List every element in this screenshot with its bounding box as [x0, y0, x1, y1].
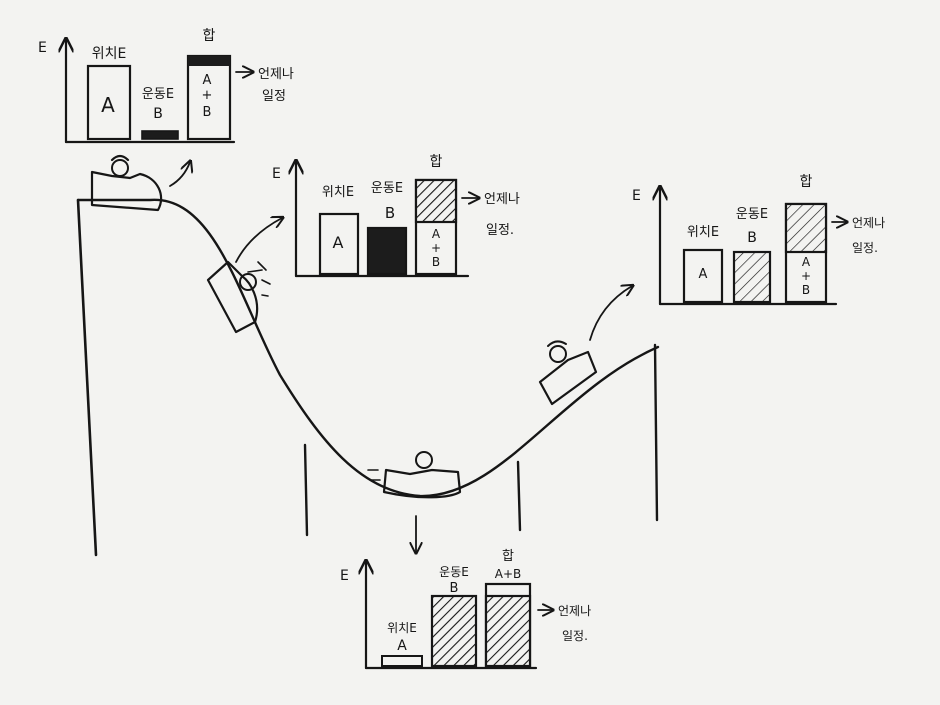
- energy-panel-top: E A 위치E 운동E B 합 A + B 언제나 일정: [38, 28, 294, 144]
- always-text-line2: 일정.: [486, 223, 514, 238]
- always-text-line1: 언제나: [558, 604, 591, 618]
- cart-ascending: [538, 340, 598, 406]
- support-post-left: [76, 198, 98, 557]
- potential-bar: [682, 248, 724, 304]
- potential-bar: [86, 64, 132, 141]
- cart-top: [90, 154, 163, 212]
- potential-label: 위치E: [92, 46, 127, 62]
- kinetic-label: 운동E: [439, 565, 469, 579]
- sum-bar-kinetic-part: [484, 594, 532, 668]
- energy-panel-descending: E A 위치E 운동E B 합 A + B 언제나 일정.: [272, 154, 520, 278]
- sum-text-ab: A+B: [495, 567, 522, 581]
- sum-bar: [186, 54, 232, 141]
- sum-text-plus: +: [202, 88, 213, 103]
- always-text-line2: 일정.: [562, 629, 588, 643]
- potential-bar: [381, 655, 423, 667]
- kinetic-letter: B: [747, 230, 757, 246]
- sum-label: 합: [430, 154, 443, 170]
- support-post-mid-right: [516, 460, 522, 532]
- axis-label-e: E: [632, 188, 641, 204]
- arrow-top-panel: [169, 162, 190, 187]
- potential-letter: A: [699, 267, 708, 282]
- sum-label: 합: [203, 28, 216, 44]
- support-post-right: [653, 343, 659, 522]
- kinetic-label: 운동E: [736, 207, 768, 222]
- sum-label: 합: [502, 549, 514, 564]
- sum-label: 합: [800, 174, 813, 190]
- axis-label-e: E: [272, 166, 281, 182]
- sum-text-a: A: [802, 255, 811, 269]
- always-text-line2: 일정: [262, 89, 286, 104]
- potential-label: 위치E: [322, 185, 354, 200]
- kinetic-letter: B: [385, 204, 395, 222]
- potential-bar: [318, 212, 360, 276]
- energy-panel-ascending: E A 위치E 운동E B 합 A + B 언제나 일정.: [632, 174, 885, 306]
- kinetic-letter: B: [153, 106, 163, 122]
- energy-panel-bottom: E 위치E A 운동E B 합 A+B 언제나 일정.: [340, 549, 591, 670]
- axis-label-e: E: [38, 40, 47, 56]
- cart-descending: [206, 260, 271, 334]
- sum-text-plus: +: [431, 241, 441, 255]
- kinetic-bar: [141, 130, 179, 140]
- kinetic-label: 운동E: [142, 87, 174, 102]
- connector-arrows: [169, 162, 632, 552]
- support-post-mid-left: [303, 443, 309, 537]
- kinetic-bar: [732, 250, 772, 304]
- sum-text-b: B: [802, 283, 810, 297]
- arrow-descending-panel: [235, 218, 282, 263]
- sum-text-b: B: [432, 255, 440, 269]
- sum-text-a: A: [203, 73, 212, 88]
- sum-bar-kinetic-part: [784, 202, 828, 254]
- always-text-line2: 일정.: [852, 241, 878, 255]
- sum-bar-kinetic-part: [188, 56, 230, 66]
- always-text-line1: 언제나: [852, 216, 885, 230]
- potential-label: 위치E: [387, 621, 417, 635]
- sum-bar-kinetic-part: [414, 178, 458, 224]
- potential-letter: A: [101, 93, 115, 117]
- arrow-ascending-panel: [589, 286, 632, 341]
- coaster-track: [76, 198, 660, 557]
- sum-text-plus: +: [801, 269, 811, 283]
- kinetic-label: 운동E: [371, 181, 403, 196]
- always-text-line1: 언제나: [484, 192, 520, 207]
- cart-bottom: [367, 451, 462, 499]
- kinetic-bar: [430, 594, 478, 668]
- sum-text-b: B: [203, 105, 212, 120]
- track-curve: [76, 198, 660, 498]
- kinetic-letter: B: [450, 581, 459, 596]
- potential-letter: A: [397, 638, 407, 654]
- always-text-line1: 언제나: [258, 67, 294, 82]
- potential-letter: A: [333, 233, 344, 252]
- axis-label-e: E: [340, 568, 349, 584]
- sum-text-a: A: [432, 227, 441, 241]
- kinetic-bar: [366, 226, 408, 276]
- potential-label: 위치E: [687, 225, 719, 240]
